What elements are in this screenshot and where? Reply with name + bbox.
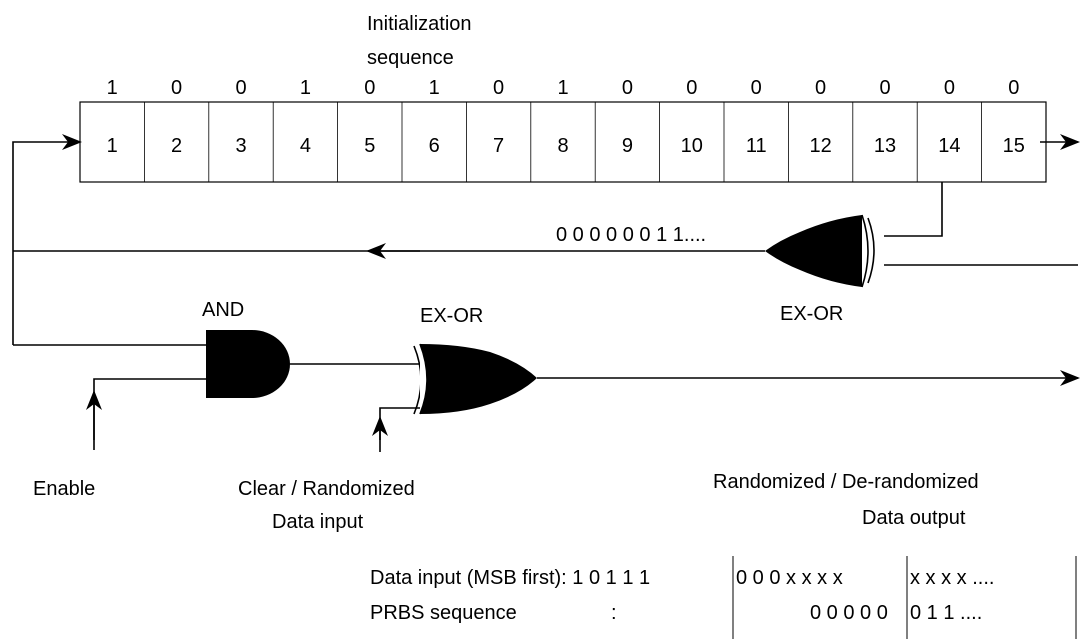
register-cell-7: 7 <box>493 135 504 157</box>
prbs-row-seg3: 0 1 1 .... <box>910 602 982 624</box>
init-bit-5: 0 <box>364 77 375 99</box>
data-input-row-label: Data input (MSB first): 1 0 1 1 1 <box>370 567 650 589</box>
feedback-xor-gate <box>765 214 875 288</box>
init-bit-10: 0 <box>686 77 697 99</box>
init-bit-3: 0 <box>235 77 246 99</box>
init-bit-4: 1 <box>300 77 311 99</box>
enable-label: Enable <box>33 478 95 500</box>
enable-line <box>93 378 206 440</box>
timing-table: Data input (MSB first): 1 0 1 1 1 0 0 0 … <box>370 556 1077 639</box>
data-input-label-line2: Data input <box>272 511 364 533</box>
register-cell-14: 14 <box>938 135 960 157</box>
register-cell-8: 8 <box>557 135 568 157</box>
register-cell-9: 9 <box>622 135 633 157</box>
data-output-label-line2: Data output <box>862 507 966 529</box>
and-label: AND <box>202 299 244 321</box>
register-cell-13: 13 <box>874 135 896 157</box>
feedback-stream: 0 0 0 0 0 0 1 1.... <box>556 224 706 246</box>
data-input-row-seg3: x x x x .... <box>910 567 994 589</box>
register-cell-3: 3 <box>235 135 246 157</box>
init-bit-13: 0 <box>879 77 890 99</box>
init-bit-1: 1 <box>107 77 118 99</box>
register-cell-2: 2 <box>171 135 182 157</box>
init-bit-7: 0 <box>493 77 504 99</box>
register-cell-10: 10 <box>681 135 703 157</box>
init-bit-14: 0 <box>944 77 955 99</box>
data-xor-gate <box>413 343 537 415</box>
loop-back-line <box>12 134 82 345</box>
register-outline <box>79 101 1047 183</box>
init-label-line1: Initialization <box>367 13 472 35</box>
and-gate <box>206 330 290 398</box>
prbs-row-seg2: 0 0 0 0 0 <box>810 602 888 624</box>
init-bit-2: 0 <box>171 77 182 99</box>
init-label-line2: sequence <box>367 47 454 69</box>
register-cell-11: 11 <box>746 135 767 157</box>
init-bit-9: 0 <box>622 77 633 99</box>
init-bits-row: 1 0 0 1 0 1 0 1 0 0 0 0 0 0 0 <box>107 77 1020 99</box>
data-output-label-line1: Randomized / De-randomized <box>713 471 979 493</box>
init-bit-15: 0 <box>1008 77 1019 99</box>
init-bit-8: 1 <box>557 77 568 99</box>
data-input-label-line1: Clear / Randomized <box>238 478 415 500</box>
data-input-row-seg2: 0 0 0 x x x x <box>736 567 843 589</box>
register-cell-4: 4 <box>300 135 311 157</box>
init-bit-11: 0 <box>751 77 762 99</box>
register-cell-6: 6 <box>429 135 440 157</box>
feedback-xor-label: EX-OR <box>780 303 843 325</box>
register-cell-1: 1 <box>107 135 118 157</box>
prbs-row-colon: : <box>611 602 617 624</box>
register-cell-5: 5 <box>364 135 375 157</box>
init-bit-6: 1 <box>429 77 440 99</box>
data-xor-label: EX-OR <box>420 305 483 327</box>
tap-cell-14 <box>884 182 943 237</box>
init-bit-12: 0 <box>815 77 826 99</box>
prbs-row-label: PRBS sequence <box>370 602 517 624</box>
register-cell-15: 15 <box>1003 135 1025 157</box>
register-cell-12: 12 <box>809 135 831 157</box>
